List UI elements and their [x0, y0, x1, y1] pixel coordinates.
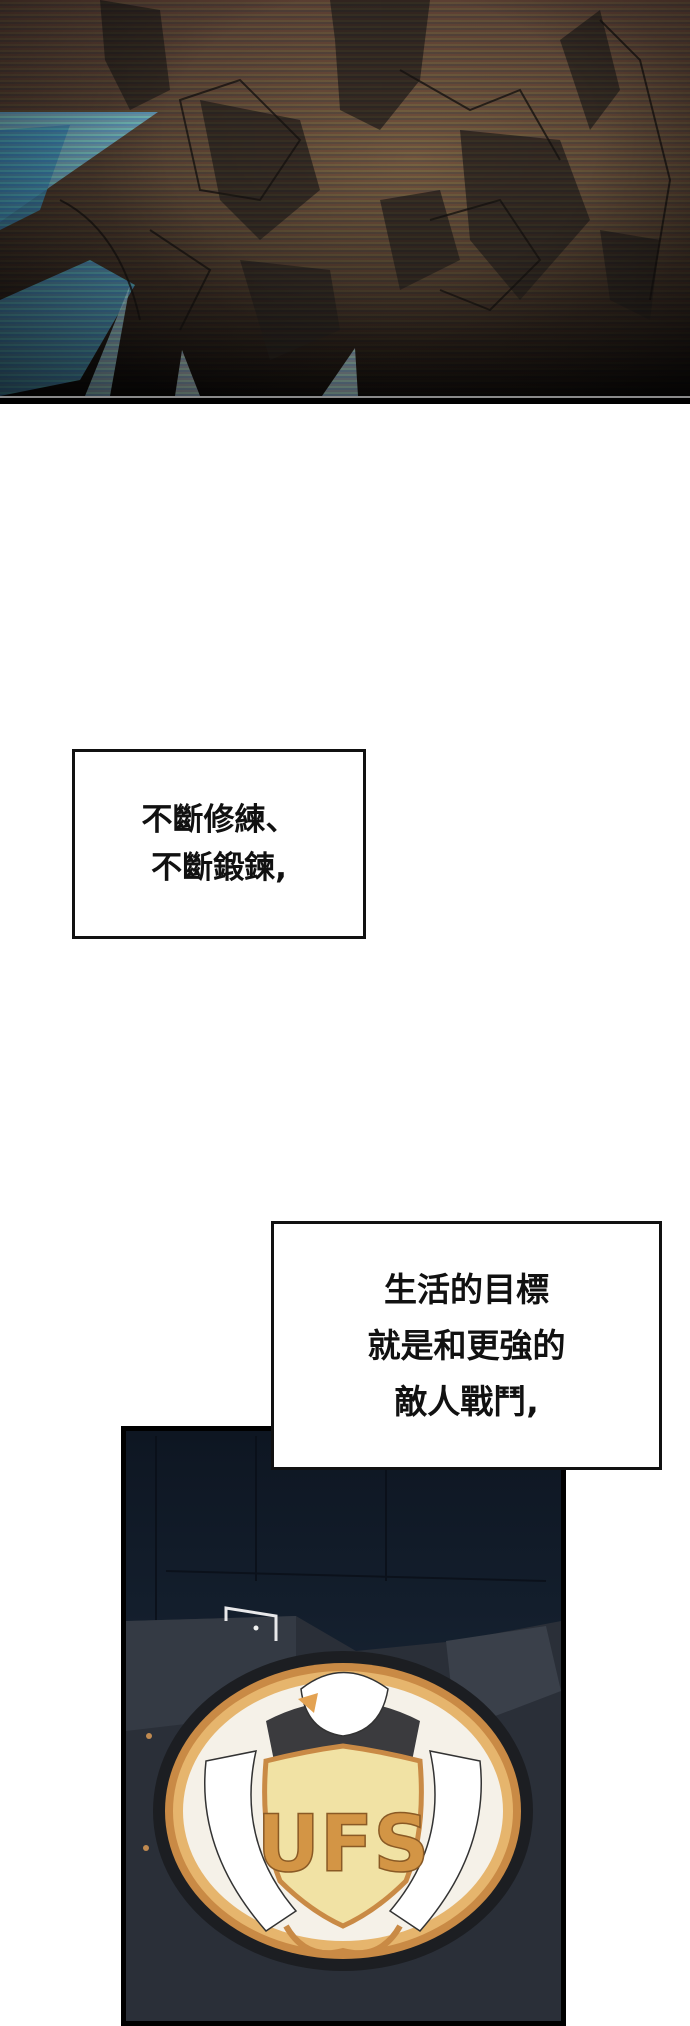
vignette-overlay	[0, 0, 690, 396]
caption-line: 生活的目標	[384, 1269, 549, 1309]
panel-border	[0, 398, 690, 404]
comic-panel-rubble	[0, 0, 690, 396]
caption-line: 就是和更強的	[367, 1325, 566, 1365]
championship-belt-illustration: UFS	[126, 1436, 561, 2021]
caption-line: 不斷修練、	[141, 802, 297, 838]
comic-panel-belt: UFS	[121, 1426, 566, 2026]
belt-logo-text: UFS	[257, 1800, 430, 1890]
caption-line: 敵人戰鬥,	[394, 1381, 539, 1421]
panel-divider-line	[0, 396, 690, 398]
narration-caption-1: 不斷修練、 不斷鍛鍊,	[72, 749, 366, 939]
caption-line: 不斷鍛鍊,	[151, 850, 287, 886]
narration-caption-2: 生活的目標 就是和更強的 敵人戰鬥,	[271, 1221, 662, 1470]
